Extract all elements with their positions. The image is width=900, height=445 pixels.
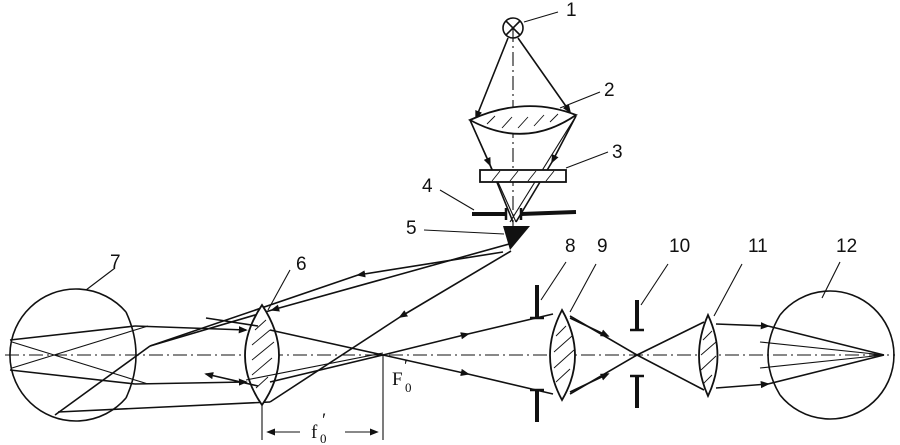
ray-mirror-lower-b — [269, 316, 401, 403]
focal-point-subscript: 0 — [405, 380, 412, 395]
focal-length-label: f 0 ′ — [311, 410, 327, 445]
focal-point-symbol: F — [392, 369, 403, 390]
ray-l9-upper-arrow — [569, 317, 610, 337]
label-4: 4 — [422, 176, 433, 197]
ray-11-mid-a — [759, 341, 885, 356]
focal-length-dimension — [261, 355, 384, 440]
ray-11-lower-a — [715, 380, 770, 389]
ray-mirror-mid-b — [149, 274, 359, 347]
focal-length-prime: ′ — [322, 410, 326, 431]
ray-10-upper — [636, 321, 705, 356]
filter-plate-3 — [479, 151, 609, 183]
label-6: 6 — [296, 254, 307, 275]
ray-cond-right-a — [551, 115, 577, 164]
ray-mirror-mid-a — [356, 251, 504, 278]
lens-9 — [549, 263, 597, 402]
ray-lens6-cross — [245, 352, 384, 381]
ray-f-lower-a — [382, 354, 470, 376]
eye-7 — [9, 267, 137, 422]
ray-f-upper-a — [382, 332, 470, 356]
label-2: 2 — [604, 80, 615, 101]
diaphragm-4 — [439, 189, 577, 220]
ray-mirror-lower-c — [57, 401, 271, 413]
eye-12 — [767, 261, 895, 420]
focal-point-prime: ′ — [404, 356, 408, 377]
ray-back-upper — [205, 317, 259, 327]
light-source-1 — [502, 11, 559, 39]
label-3: 3 — [612, 142, 623, 163]
ray-11-upper-b — [767, 325, 885, 356]
ray-l9-lower — [569, 354, 638, 395]
condenser-lens-2 — [467, 91, 601, 135]
focal-point-label: F 0 ′ — [392, 356, 412, 395]
ray-eye-cross-a — [11, 341, 149, 385]
ray-10-lower — [636, 354, 705, 391]
label-8: 8 — [565, 236, 576, 257]
ray-l9-lower-arrow — [569, 373, 610, 393]
ray-eye-upper-b — [134, 325, 248, 334]
aperture-stop-8 — [530, 261, 567, 422]
field-stop-10 — [630, 263, 669, 408]
eyepiece-11 — [698, 263, 743, 399]
label-12: 12 — [836, 236, 857, 257]
ray-cond-cross-b — [509, 115, 577, 223]
focal-length-subscript: 0 — [320, 431, 327, 445]
ray-eye-cross-b — [11, 325, 149, 369]
label-5: 5 — [406, 218, 417, 239]
label-11: 11 — [748, 236, 768, 257]
focal-length-symbol: f — [311, 422, 318, 443]
ray-eye-upper-a — [9, 325, 136, 341]
ray-eye-lower-a — [9, 369, 136, 385]
ray-lens6-upper — [269, 329, 384, 356]
ray-back-lower — [204, 372, 259, 387]
mirror-5 — [423, 226, 530, 250]
ray-11-lower-b — [767, 354, 885, 385]
ray-11-mid-b — [759, 354, 885, 369]
label-7: 7 — [110, 252, 121, 273]
ray-11-upper-a — [715, 322, 770, 330]
ray-source-left — [475, 37, 509, 120]
ray-eye-lower-b — [134, 378, 248, 386]
label-10: 10 — [669, 236, 690, 257]
label-9: 9 — [597, 236, 608, 257]
ray-source-right — [517, 37, 572, 114]
ray-l9-upper — [569, 315, 638, 356]
ray-mirror-lower-a — [398, 250, 512, 318]
label-1: 1 — [566, 0, 577, 21]
ray-lens6-lower — [269, 354, 384, 383]
ray-mirror-upper-a — [270, 243, 510, 312]
